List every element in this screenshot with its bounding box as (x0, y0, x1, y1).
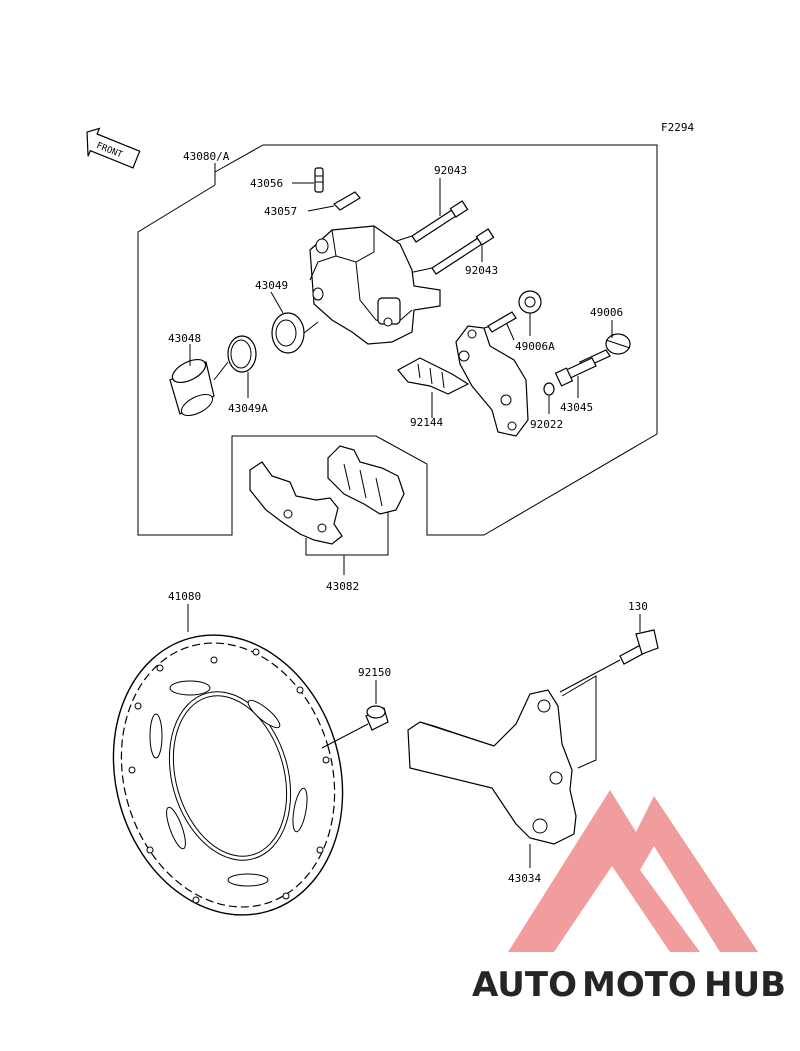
label-92022: 92022 (530, 418, 563, 431)
bolt-43045 (554, 357, 597, 398)
label-43049: 43049 (255, 279, 288, 292)
label-43049a: 43049A (228, 402, 268, 415)
label-43045: 43045 (560, 401, 593, 414)
pin-92043-upper (411, 178, 469, 243)
piston-43048 (169, 344, 229, 417)
cap-43057 (307, 191, 361, 212)
label-43082: 43082 (326, 580, 359, 593)
clip-92022 (543, 382, 555, 414)
caliper-body (309, 225, 441, 345)
figure-code: F2294 (661, 121, 694, 134)
watermark-logo: AUTO MOTO HUB (472, 790, 786, 1005)
label-43034: 43034 (508, 872, 541, 885)
bolt-49006 (579, 320, 631, 369)
label-92144: 92144 (410, 416, 443, 429)
brake-pad-outer (249, 461, 343, 545)
label-43080a: 43080/A (183, 150, 230, 163)
seal-43049 (270, 291, 319, 354)
label-43056: 43056 (250, 177, 283, 190)
label-49006a: 49006A (515, 340, 555, 353)
caliper-assembly-outline (137, 144, 658, 536)
label-92150: 92150 (358, 666, 391, 679)
bolt-92150 (321, 680, 389, 749)
label-41080: 41080 (168, 590, 201, 603)
label-92043-upper: 92043 (434, 164, 467, 177)
watermark-hub: HUB (704, 965, 786, 1005)
label-49006: 49006 (590, 306, 623, 319)
pin-92043-lower (431, 228, 495, 275)
caliper-bracket-43034 (407, 675, 597, 868)
watermark-auto: AUTO (472, 965, 577, 1005)
watermark-moto: MOTO (582, 965, 697, 1005)
brake-disc-41080 (112, 604, 344, 916)
watermark-triangle-icon (508, 790, 758, 952)
brake-pad-inner (327, 445, 405, 515)
bleeder-valve-43056 (292, 167, 324, 193)
collar-49006a (487, 290, 542, 336)
front-arrow-icon: FRONT (86, 127, 141, 169)
label-43048: 43048 (168, 332, 201, 345)
seal-ring-43049a (227, 335, 257, 398)
label-43057: 43057 (264, 205, 297, 218)
label-130: 130 (628, 600, 648, 613)
label-92043-lower: 92043 (465, 264, 498, 277)
bolt-130 (559, 614, 659, 693)
pad-spring-92144 (397, 357, 470, 418)
